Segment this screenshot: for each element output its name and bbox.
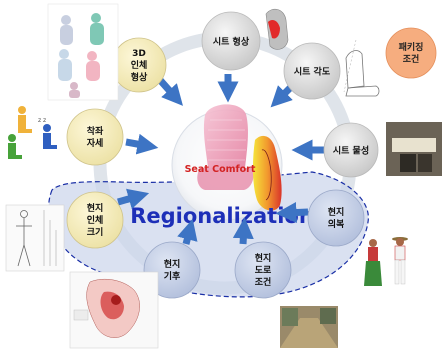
seat-shape-icon — [265, 8, 289, 50]
arrow-from-3d-body — [157, 77, 183, 106]
node-seat-material: 시트 물성 — [323, 122, 379, 178]
node-seat-shape: 시트 형상 — [201, 11, 261, 71]
svg-text:의복: 의복 — [328, 218, 345, 230]
node-text: 기후 — [164, 270, 181, 282]
svg-text:인체: 인체 — [131, 59, 148, 71]
svg-text:조건: 조건 — [255, 276, 272, 288]
svg-text:형상: 형상 — [131, 71, 148, 83]
node-local-body-size: 현지 인체 크기 — [66, 191, 124, 249]
node-text: 현지 — [328, 206, 345, 218]
node-text: 현지 — [255, 252, 272, 264]
node-text: 인체 — [87, 214, 104, 226]
svg-text:기후: 기후 — [164, 270, 181, 282]
center-label: Seat Comfort — [185, 164, 256, 175]
arrow-from-local-road — [232, 217, 254, 245]
arrow-from-posture — [125, 133, 159, 155]
node-text: 자세 — [87, 137, 104, 149]
node-text: 현지 — [164, 258, 181, 270]
svg-text:시트 형상: 시트 형상 — [213, 36, 250, 48]
svg-text:착좌: 착좌 — [87, 125, 104, 137]
svg-text:시트 물성: 시트 물성 — [333, 145, 369, 157]
arrow-from-local-clothing — [275, 202, 309, 224]
node-text: 형상 — [131, 71, 148, 83]
node-text: 크기 — [87, 226, 104, 238]
node-local-road: 현지 도로 조건 — [234, 241, 292, 299]
traditional-clothing-icon — [364, 237, 408, 286]
svg-text:z z: z z — [38, 117, 46, 124]
mannequin-images-icon — [47, 3, 119, 101]
seat-angle-sketch-icon — [343, 39, 380, 97]
node-text: 시트 물성 — [333, 145, 369, 157]
road-photo-icon — [280, 306, 338, 348]
node-text: 착좌 — [87, 125, 104, 137]
body-dimension-chart-icon — [5, 204, 65, 272]
node-text: 3D — [132, 49, 146, 59]
svg-text:패키징: 패키징 — [399, 41, 424, 53]
svg-text:자세: 자세 — [87, 137, 104, 149]
packaging-text: 패키징 — [399, 41, 424, 53]
svg-text:조건: 조건 — [403, 53, 420, 65]
node-text: 시트 형상 — [213, 36, 250, 48]
arrow-from-local-body — [117, 188, 150, 209]
svg-text:3D: 3D — [132, 49, 146, 59]
node-text: 시트 각도 — [294, 66, 331, 78]
arrow-from-local-climate — [177, 218, 198, 245]
seat-pressure-map-icon — [252, 135, 282, 211]
svg-text:현지: 현지 — [255, 252, 272, 264]
svg-text:현지: 현지 — [87, 202, 104, 214]
svg-text:시트 각도: 시트 각도 — [294, 66, 331, 78]
seat-comfort-center: Seat Comfort — [171, 104, 283, 221]
node-text: 의복 — [328, 218, 345, 230]
node-local-clothing: 현지 의복 — [307, 189, 365, 247]
seated-figures-icon: z z — [8, 106, 57, 159]
svg-text:현지: 현지 — [328, 206, 345, 218]
seat-mesh-icon — [203, 104, 248, 168]
node-text: 조건 — [255, 276, 272, 288]
svg-text:현지: 현지 — [164, 258, 181, 270]
node-3d-body-shape: 3D 인체 형상 — [111, 37, 167, 93]
seat-material-photo-icon — [386, 122, 442, 176]
node-seat-angle: 시트 각도 — [283, 42, 341, 100]
climate-map-icon — [69, 271, 159, 349]
node-text: 현지 — [87, 202, 104, 214]
svg-text:인체: 인체 — [87, 214, 104, 226]
svg-text:도로: 도로 — [255, 265, 272, 276]
packaging-text: 조건 — [403, 53, 420, 65]
svg-text:크기: 크기 — [87, 226, 104, 238]
packaging-condition: 패키징 조건 — [385, 27, 437, 79]
node-sitting-posture: 착좌 자세 — [66, 108, 124, 166]
node-text: 도로 — [255, 265, 272, 276]
node-text: 인체 — [131, 59, 148, 71]
